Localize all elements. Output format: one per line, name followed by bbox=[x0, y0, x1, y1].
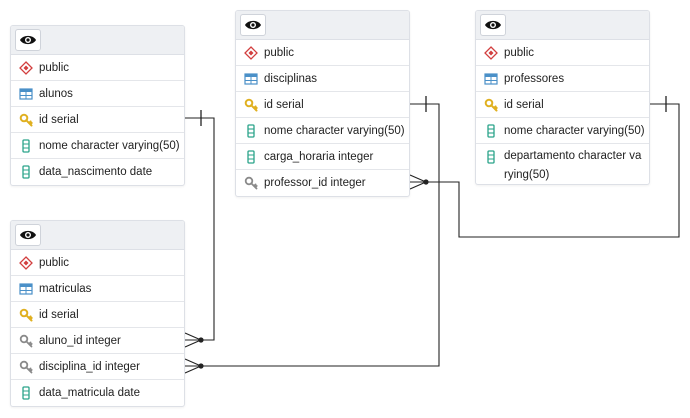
table-icon bbox=[244, 72, 258, 86]
column-label: data_nascimento date bbox=[39, 166, 153, 178]
schema-label: public bbox=[39, 256, 70, 269]
foreign-key-icon bbox=[244, 176, 258, 190]
schema-icon bbox=[19, 255, 33, 270]
column-row[interactable]: departamento character varying(50) bbox=[476, 144, 649, 184]
column-row[interactable]: id serial bbox=[236, 92, 409, 118]
column-row[interactable]: professor_id integer bbox=[236, 170, 409, 196]
column-row[interactable]: id serial bbox=[476, 92, 649, 118]
column-label: disciplina_id integer bbox=[39, 360, 141, 373]
table-name: professores bbox=[504, 72, 565, 85]
column-row[interactable]: data_nascimento date bbox=[11, 159, 184, 185]
column-label: carga_horaria integer bbox=[264, 150, 374, 163]
column-label: id serial bbox=[504, 98, 544, 111]
schema-label: public bbox=[504, 46, 535, 59]
column-icon bbox=[19, 386, 33, 400]
primary-key-icon bbox=[19, 113, 33, 127]
column-icon bbox=[244, 123, 258, 138]
table-name-row: alunos bbox=[11, 81, 184, 107]
relation-professor-id-line bbox=[426, 103, 680, 238]
column-icon bbox=[244, 149, 258, 164]
schema-row: public bbox=[476, 40, 649, 66]
column-row[interactable]: nome character varying(50) bbox=[236, 118, 409, 144]
table-name: alunos bbox=[39, 87, 73, 100]
column-row[interactable]: carga_horaria integer bbox=[236, 144, 409, 170]
table-node-alunos[interactable]: public alunos id serial nome character v… bbox=[10, 25, 185, 186]
column-icon bbox=[19, 165, 33, 179]
relation-professor-id-crows-foot bbox=[409, 174, 427, 190]
relation-professor-id-dot bbox=[423, 179, 429, 185]
schema-label: public bbox=[39, 61, 70, 74]
foreign-key-icon bbox=[19, 360, 33, 374]
schema-icon bbox=[244, 45, 258, 60]
column-row[interactable]: id serial bbox=[11, 107, 184, 133]
eye-icon[interactable] bbox=[480, 14, 506, 36]
table-name-row: disciplinas bbox=[236, 66, 409, 92]
eye-icon[interactable] bbox=[240, 14, 266, 36]
table-icon bbox=[484, 72, 498, 86]
table-name-row: matriculas bbox=[11, 276, 184, 302]
column-label: professor_id integer bbox=[264, 177, 366, 189]
column-icon bbox=[484, 150, 498, 164]
node-header bbox=[476, 11, 649, 40]
relation-disciplina-id-dot bbox=[198, 363, 204, 369]
table-icon bbox=[19, 87, 33, 101]
column-icon bbox=[19, 138, 33, 153]
column-row[interactable]: nome character varying(50) bbox=[476, 118, 649, 144]
table-icon bbox=[19, 282, 33, 296]
eye-icon[interactable] bbox=[15, 224, 41, 246]
schema-row: public bbox=[11, 55, 184, 81]
column-label: id serial bbox=[264, 98, 304, 111]
column-row[interactable]: disciplina_id integer bbox=[11, 354, 184, 380]
schema-icon bbox=[19, 60, 33, 75]
table-node-matriculas[interactable]: public matriculas id serial aluno_id int… bbox=[10, 220, 185, 407]
column-icon bbox=[484, 123, 498, 138]
column-row[interactable]: nome character varying(50) bbox=[11, 133, 184, 159]
table-node-professores[interactable]: public professores id serial nome charac… bbox=[475, 10, 650, 185]
column-label: id serial bbox=[39, 113, 79, 126]
schema-row: public bbox=[11, 250, 184, 276]
column-label: nome character varying(50) bbox=[264, 124, 405, 137]
relation-aluno-id-crows-foot bbox=[184, 332, 202, 348]
node-header bbox=[11, 221, 184, 250]
table-name-row: professores bbox=[476, 66, 649, 92]
table-name: disciplinas bbox=[264, 72, 318, 85]
relation-disciplina-id-crows-foot bbox=[184, 358, 202, 374]
column-label: aluno_id integer bbox=[39, 334, 121, 347]
schema-label: public bbox=[264, 46, 295, 59]
foreign-key-icon bbox=[19, 334, 33, 348]
node-header bbox=[236, 11, 409, 40]
primary-key-icon bbox=[19, 308, 33, 322]
relation-disciplina-id-line bbox=[201, 103, 440, 367]
relation-aluno-id-dot bbox=[198, 337, 204, 343]
column-label: departamento character varying(50) bbox=[504, 150, 642, 181]
table-name: matriculas bbox=[39, 282, 92, 295]
column-row[interactable]: id serial bbox=[11, 302, 184, 328]
table-node-disciplinas[interactable]: public disciplinas id serial nome charac… bbox=[235, 10, 410, 197]
node-header bbox=[11, 26, 184, 55]
schema-icon bbox=[484, 45, 498, 60]
column-label: data_matricula date bbox=[39, 387, 141, 399]
relation-aluno-id-line bbox=[201, 117, 215, 341]
column-label: id serial bbox=[39, 308, 79, 321]
primary-key-icon bbox=[244, 98, 258, 112]
column-row[interactable]: data_matricula date bbox=[11, 380, 184, 406]
eye-icon[interactable] bbox=[15, 29, 41, 51]
primary-key-icon bbox=[484, 98, 498, 112]
column-label: nome character varying(50) bbox=[39, 139, 180, 152]
schema-row: public bbox=[236, 40, 409, 66]
column-row[interactable]: aluno_id integer bbox=[11, 328, 184, 354]
column-label: nome character varying(50) bbox=[504, 124, 645, 137]
